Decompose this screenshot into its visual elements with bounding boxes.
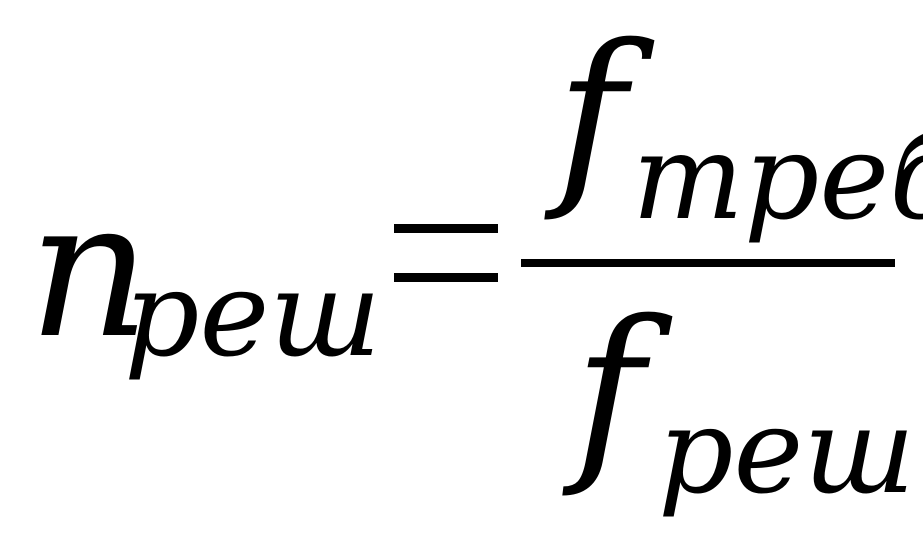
numerator-subscript: треб <box>632 108 923 246</box>
numerator-variable: f <box>556 4 627 225</box>
denominator-variable: f <box>574 280 645 501</box>
equals-sign <box>394 224 498 284</box>
fraction-line <box>521 259 895 267</box>
equals-bar-top <box>394 224 498 233</box>
denominator-subscript: реш <box>658 382 916 520</box>
equals-bar-bottom <box>394 273 498 282</box>
lhs-subscript: реш <box>124 245 382 383</box>
lhs-variable: n <box>28 159 151 380</box>
